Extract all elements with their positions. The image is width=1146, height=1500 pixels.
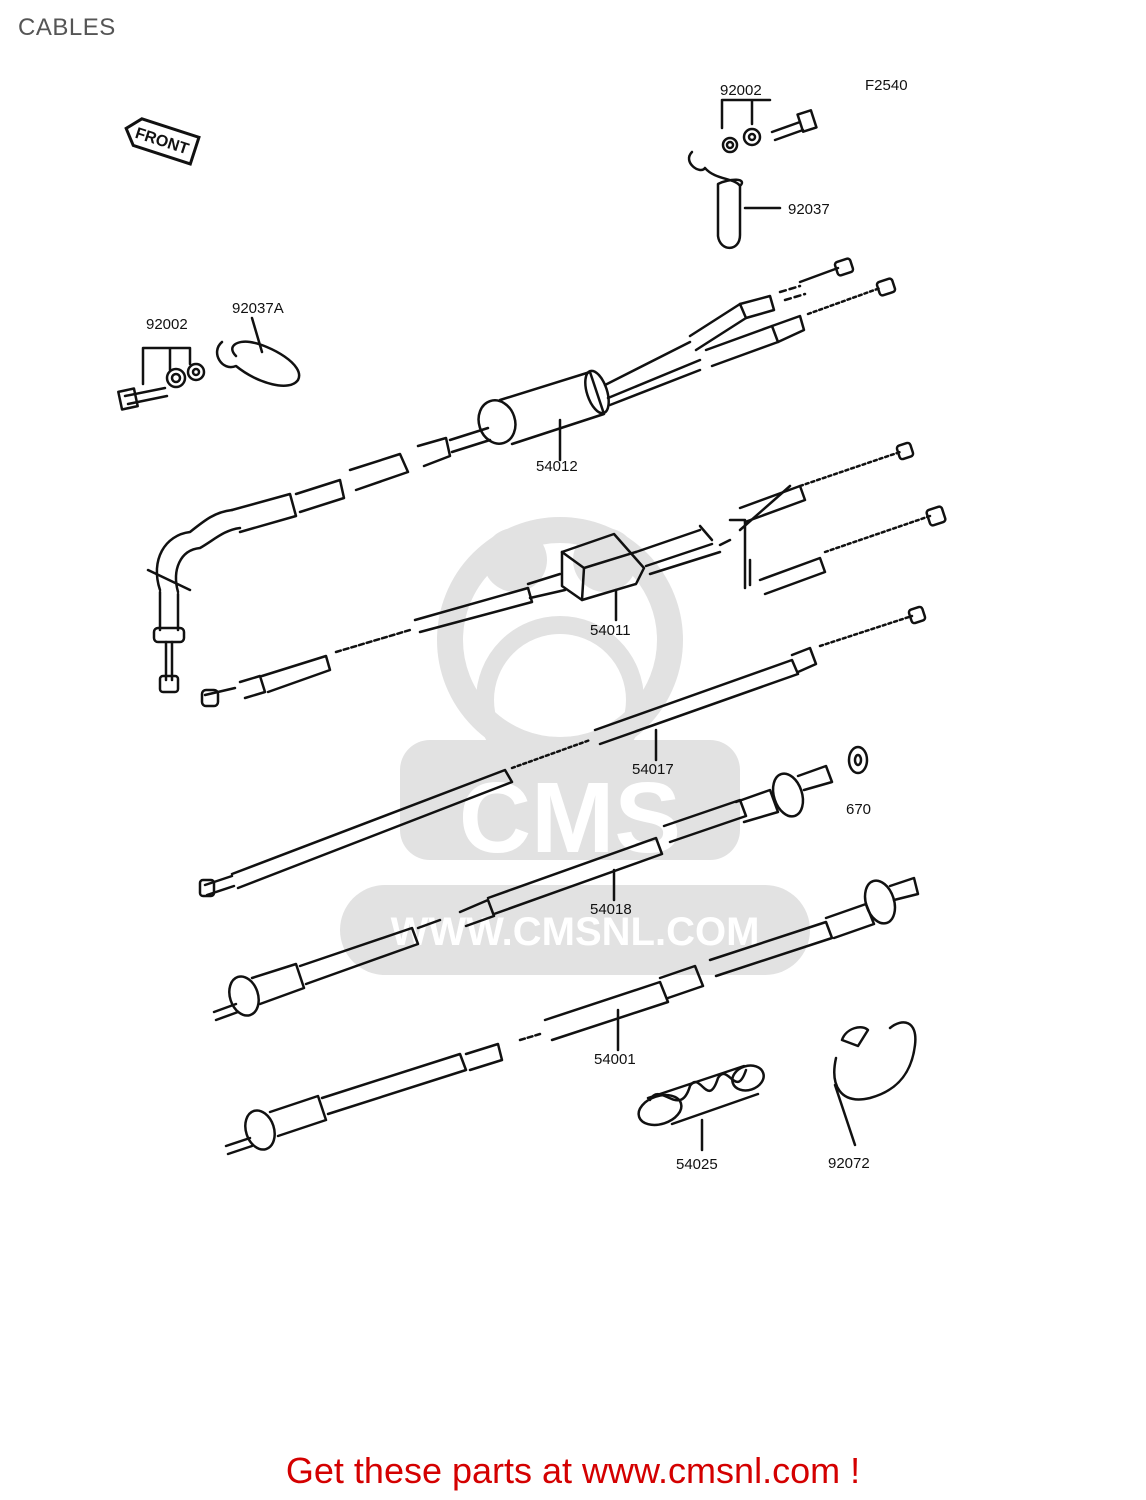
label-washer: 670: [846, 801, 871, 818]
label-spring: 54025: [676, 1156, 718, 1173]
label-throttle-cable-assy: 54012: [536, 458, 578, 475]
bolt-washer-set-right-icon: [720, 98, 818, 154]
spring-icon: [637, 1064, 765, 1152]
footer-cta-link[interactable]: Get these parts at www.cmsnl.com !: [285, 1450, 861, 1491]
parts-diagram: CMS WWW.CMSNL.COM F2540 FRONT: [117, 77, 947, 1173]
label-bolt-washer-set-right: 92002: [720, 82, 762, 99]
speedometer-cable-icon: [224, 876, 920, 1156]
label-speedometer-cable: 54001: [594, 1051, 636, 1068]
cable-clip-a-icon: [215, 316, 301, 387]
clutch-cable-icon: [198, 605, 927, 898]
choke-cable-junction-icon: [200, 441, 947, 708]
label-clutch-cable: 54017: [632, 761, 674, 778]
label-choke-cable-junction: 54011: [590, 622, 631, 639]
label-band: 92072: [828, 1155, 870, 1172]
front-arrow-icon: FRONT: [124, 117, 201, 166]
label-cable-clip: 92037: [788, 201, 830, 218]
page-title: CABLES: [18, 14, 116, 41]
label-cable-clip-a: 92037A: [232, 300, 284, 317]
tachometer-cable-icon: [212, 764, 834, 1022]
throttle-cable-assy-icon: [146, 257, 897, 694]
figure-code: F2540: [865, 77, 908, 94]
label-tachometer-cable: 54018: [590, 901, 632, 918]
bolt-washer-set-left-icon: [117, 346, 206, 411]
cable-clip-icon: [687, 150, 782, 250]
band-icon: [833, 1021, 917, 1147]
label-bolt-washer-set-left: 92002: [146, 316, 188, 333]
watermark-url: WWW.CMSNL.COM: [391, 910, 760, 954]
watermark-logo: [340, 517, 810, 975]
watermark-brand: CMS: [459, 762, 681, 874]
washer-icon: [847, 745, 869, 775]
